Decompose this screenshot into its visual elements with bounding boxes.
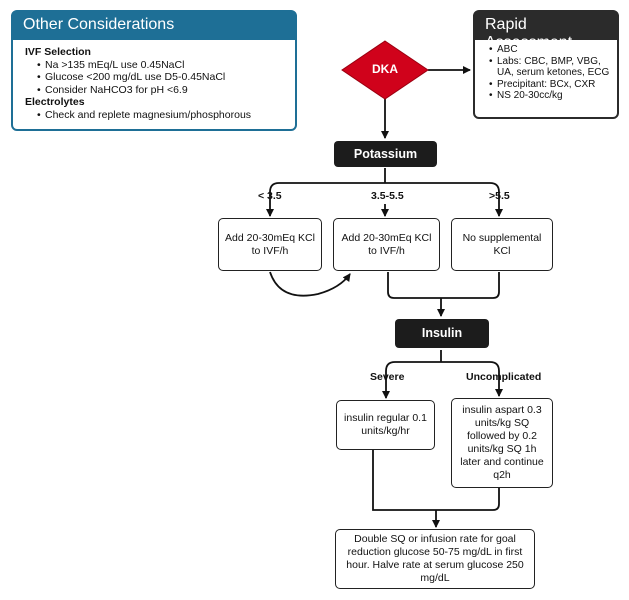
final-dosing-box: Double SQ or infusion rate for goal redu… bbox=[335, 529, 535, 589]
list-item: Precipitant: BCx, CXR bbox=[489, 79, 613, 91]
line-potassium-split bbox=[269, 182, 500, 204]
rapid-assessment-title: Rapid Assessment bbox=[475, 12, 617, 51]
branch-label-severe: Severe bbox=[370, 371, 405, 383]
dka-diamond bbox=[341, 40, 429, 100]
low-k-box: Add 20-30mEq KCl to IVF/h bbox=[218, 218, 322, 271]
other-considerations-title: Other Considerations bbox=[13, 12, 295, 40]
potassium-node: Potassium bbox=[334, 141, 437, 167]
branch-label-uncomplicated: Uncomplicated bbox=[466, 371, 542, 383]
ivf-selection-heading: IVF Selection bbox=[25, 46, 91, 58]
line-merge-to-final bbox=[372, 450, 500, 511]
arrow-loop-low-to-mid bbox=[269, 271, 351, 297]
dka-label: DKA bbox=[372, 62, 398, 76]
high-k-box: No supplemental KCl bbox=[451, 218, 553, 271]
line-insulin-split bbox=[385, 361, 500, 386]
list-item: Glucose <200 mg/dL use D5-0.45NaCl bbox=[37, 71, 285, 84]
other-considerations-body: IVF Selection Na >135 mEq/L use 0.45NaCl… bbox=[13, 40, 295, 121]
branch-label-high-k: >5.5 bbox=[489, 190, 510, 202]
list-item: Consider NaHCO3 for pH <6.9 bbox=[37, 84, 285, 97]
list-item: Check and replete magnesium/phosphorous bbox=[37, 109, 285, 122]
branch-label-low-k: < 3.5 bbox=[258, 190, 282, 202]
list-item: Labs: CBC, BMP, VBG, UA, serum ketones, … bbox=[489, 56, 613, 79]
line-merge-to-insulin bbox=[387, 272, 500, 299]
rapid-assessment-panel: Rapid Assessment ABC Labs: CBC, BMP, VBG… bbox=[473, 10, 619, 119]
rapid-assessment-body: ABC Labs: CBC, BMP, VBG, UA, serum keton… bbox=[475, 40, 617, 102]
insulin-node: Insulin bbox=[395, 319, 489, 348]
electrolytes-heading: Electrolytes bbox=[25, 96, 85, 108]
severe-box: insulin regular 0.1 units/kg/hr bbox=[336, 400, 435, 450]
list-item: ABC bbox=[489, 44, 613, 56]
other-considerations-panel: Other Considerations IVF Selection Na >1… bbox=[11, 10, 297, 131]
uncomplicated-box: insulin aspart 0.3 units/kg SQ followed … bbox=[451, 398, 553, 488]
mid-k-box: Add 20-30mEq KCl to IVF/h bbox=[333, 218, 440, 271]
branch-label-mid-k: 3.5-5.5 bbox=[371, 190, 404, 202]
list-item: NS 20-30cc/kg bbox=[489, 90, 613, 102]
list-item: Na >135 mEq/L use 0.45NaCl bbox=[37, 59, 285, 72]
